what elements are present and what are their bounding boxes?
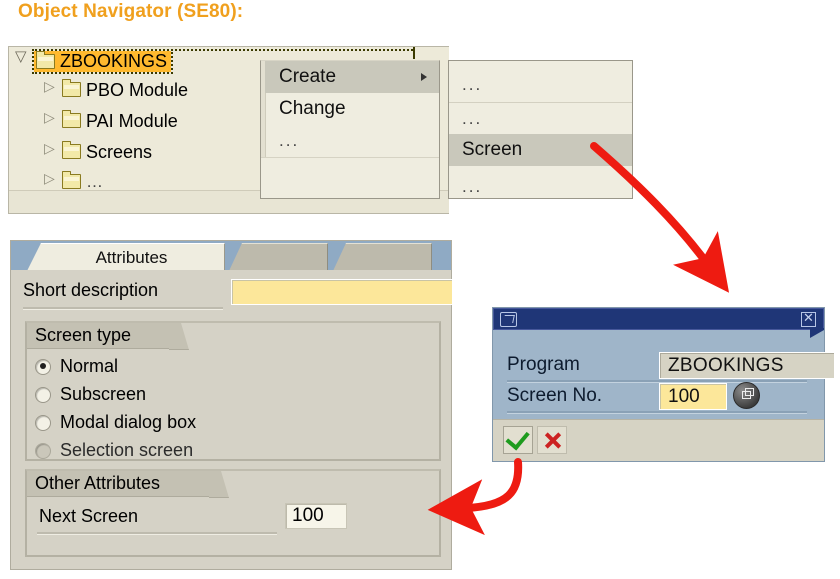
submenu-item-label: ... bbox=[462, 108, 483, 128]
dialog-footer bbox=[493, 419, 824, 461]
screen-type-title: Screen type bbox=[27, 323, 172, 349]
chevron-right-icon bbox=[421, 73, 427, 81]
chevron-right-icon[interactable] bbox=[43, 170, 59, 190]
radio-selection-screen: Selection screen bbox=[35, 437, 193, 464]
tab-attributes[interactable]: Attributes bbox=[27, 243, 225, 271]
next-screen-input[interactable]: 100 bbox=[285, 503, 347, 529]
chevron-right-icon[interactable] bbox=[43, 109, 59, 129]
cancel-button[interactable] bbox=[537, 426, 567, 454]
exit-icon[interactable] bbox=[500, 312, 517, 327]
tree-node-label: … bbox=[86, 172, 105, 191]
tree-node-pai-module[interactable]: PAI Module bbox=[43, 108, 178, 133]
menu-item-label: Create bbox=[279, 66, 337, 87]
submenu-item-4[interactable]: ... bbox=[449, 171, 632, 202]
create-screen-dialog: ✕ Program ZBOOKINGS Screen No. 100 bbox=[492, 307, 835, 462]
menu-item-label: ... bbox=[279, 131, 300, 150]
page-title: Object Navigator (SE80): bbox=[18, 1, 244, 22]
next-screen-row: Next Screen 100 bbox=[35, 503, 435, 535]
menu-empty-area bbox=[261, 157, 439, 198]
menu-separator bbox=[449, 102, 632, 103]
tree-node-more[interactable]: … bbox=[43, 169, 105, 194]
folder-icon bbox=[61, 141, 81, 159]
screen-no-row: Screen No. 100 bbox=[507, 382, 812, 414]
tab-empty-1[interactable] bbox=[229, 243, 328, 271]
tree-node-label: ZBOOKINGS bbox=[60, 51, 168, 71]
menu-left-rail bbox=[261, 61, 266, 157]
menu-item-create[interactable]: Create bbox=[265, 61, 439, 93]
tree-node-zbookings-selection[interactable]: ZBOOKINGS bbox=[31, 49, 174, 74]
screen-attributes-panel: Attributes Short description Screen type… bbox=[10, 240, 453, 570]
radio-button-icon[interactable] bbox=[35, 414, 51, 431]
submenu-item-screen[interactable]: Screen bbox=[449, 134, 632, 166]
radio-subscreen[interactable]: Subscreen bbox=[35, 381, 146, 408]
tab-label: Attributes bbox=[95, 247, 168, 267]
continue-button[interactable] bbox=[503, 425, 533, 454]
tree-node-label: PAI Module bbox=[86, 110, 178, 131]
selection-marquee-tail bbox=[95, 49, 413, 54]
radio-button-icon bbox=[35, 442, 51, 459]
radio-label: Subscreen bbox=[60, 384, 147, 404]
other-attributes-title: Other Attributes bbox=[27, 471, 212, 497]
radio-button-icon[interactable] bbox=[35, 386, 51, 403]
radio-normal[interactable]: Normal bbox=[35, 353, 118, 380]
radio-modal-dialog-box[interactable]: Modal dialog box bbox=[35, 409, 196, 436]
folder-icon bbox=[61, 171, 81, 189]
tab-empty-2[interactable] bbox=[333, 243, 432, 271]
tree-node-zbookings[interactable]: ZBOOKINGS bbox=[15, 49, 174, 74]
tabstrip-underline bbox=[11, 270, 451, 272]
tree-node-screens[interactable]: Screens bbox=[43, 139, 152, 164]
dialog-titlebar[interactable]: ✕ bbox=[493, 308, 824, 330]
dialog-body: Program ZBOOKINGS Screen No. 100 bbox=[493, 330, 835, 420]
submenu-item-2[interactable]: ... bbox=[449, 103, 632, 134]
menu-item-change[interactable]: Change bbox=[265, 93, 439, 125]
folder-icon bbox=[35, 50, 55, 69]
chevron-right-icon[interactable] bbox=[43, 78, 59, 98]
field-underline bbox=[507, 380, 807, 383]
selection-marquee-cap bbox=[413, 47, 415, 59]
radio-label: Selection screen bbox=[60, 440, 194, 460]
tree-node-label: Screens bbox=[86, 141, 153, 162]
radio-label: Modal dialog box bbox=[60, 412, 197, 432]
screen-type-group: Screen type Normal Subscreen Modal dialo… bbox=[25, 321, 441, 461]
lookup-button-icon[interactable] bbox=[733, 382, 760, 409]
submenu-item-label: Screen bbox=[462, 139, 523, 160]
context-menu: Create Change ... bbox=[260, 60, 440, 199]
short-description-label: Short description bbox=[23, 280, 159, 300]
short-description-input[interactable] bbox=[231, 279, 453, 305]
other-attributes-group: Other Attributes Next Screen 100 bbox=[25, 469, 441, 557]
program-input: ZBOOKINGS bbox=[659, 352, 835, 379]
field-underline bbox=[23, 307, 223, 310]
submenu-item-label: ... bbox=[462, 176, 483, 196]
tree-node-pbo-module[interactable]: PBO Module bbox=[43, 77, 188, 102]
next-screen-label: Next Screen bbox=[39, 506, 139, 526]
screen-no-label: Screen No. bbox=[507, 385, 603, 406]
short-description-row: Short description bbox=[19, 277, 453, 310]
folder-icon bbox=[61, 79, 81, 97]
menu-item-more[interactable]: ... bbox=[265, 125, 439, 157]
create-submenu: ... ... Screen ... bbox=[448, 60, 633, 199]
field-underline bbox=[37, 532, 277, 535]
tree-node-label: PBO Module bbox=[86, 79, 189, 100]
screen-no-input[interactable]: 100 bbox=[659, 383, 727, 410]
submenu-item-label: ... bbox=[462, 74, 483, 94]
chevron-right-icon[interactable] bbox=[43, 140, 59, 160]
program-label: Program bbox=[507, 354, 580, 375]
field-underline bbox=[507, 411, 807, 414]
radio-button-icon[interactable] bbox=[35, 358, 51, 375]
arrow-dialog-to-attributes bbox=[427, 458, 523, 536]
close-icon[interactable]: ✕ bbox=[801, 312, 816, 327]
menu-item-label: Change bbox=[279, 98, 346, 119]
folder-icon bbox=[61, 110, 81, 128]
submenu-item-1[interactable]: ... bbox=[449, 69, 632, 100]
chevron-down-icon[interactable] bbox=[15, 49, 31, 70]
green-check-icon bbox=[504, 425, 530, 451]
tabstrip: Attributes bbox=[11, 241, 451, 271]
red-x-icon bbox=[544, 432, 561, 449]
radio-label: Normal bbox=[60, 356, 119, 376]
program-row: Program ZBOOKINGS bbox=[507, 352, 835, 383]
